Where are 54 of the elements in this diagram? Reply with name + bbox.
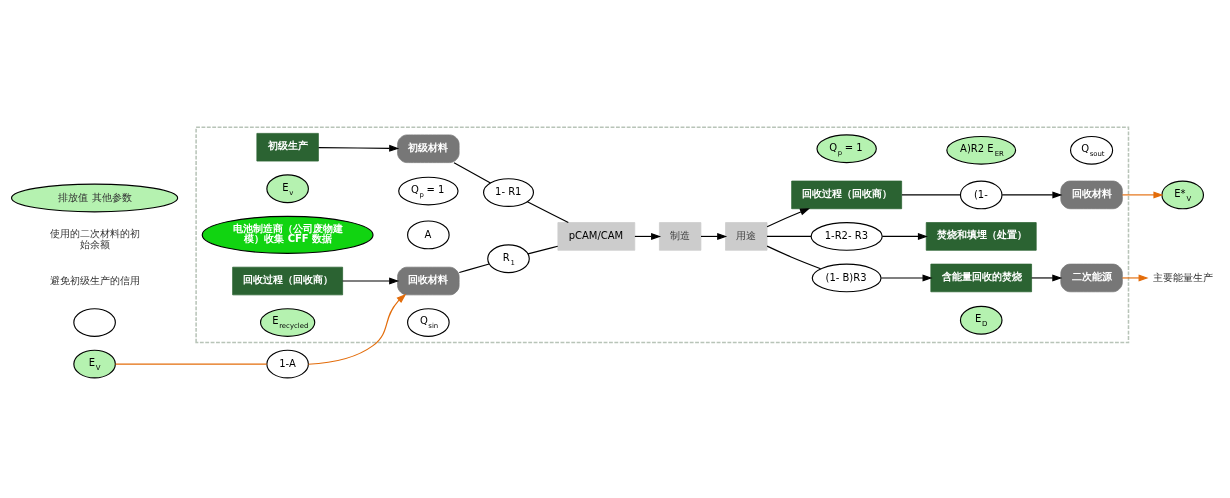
- arrow: [880, 273, 933, 281]
- arrow: [1001, 190, 1063, 198]
- node-ellipse: E$_{D}$: [959, 305, 1003, 335]
- label: 避免初级生产的信用: [50, 274, 141, 286]
- connector: [526, 200, 569, 223]
- node-ellipse: Q$_{sout}$: [1070, 135, 1114, 165]
- node-ellipse: (1- B)R3: [811, 263, 882, 292]
- node-ellipse: Q$_{p}$ = 1: [398, 176, 459, 205]
- node-ellipse: E*$_{V}$: [1161, 180, 1205, 209]
- node-box: 含能量回收的焚烧: [930, 263, 1032, 292]
- node-box: 用途: [725, 221, 768, 251]
- node-ellipse: E$_{V}$: [73, 349, 116, 378]
- node-ellipse: (1-: [959, 180, 1003, 209]
- connector: [527, 245, 559, 254]
- label: 使用的二次材料的初始余额: [50, 227, 141, 249]
- node-box: 回收过程（回收商）: [791, 180, 902, 209]
- node-ellipse: 1- R1: [483, 177, 535, 207]
- connector: [114, 363, 268, 365]
- arrow: [318, 144, 400, 152]
- node-ellipse: 1-A: [266, 349, 309, 378]
- connector: [453, 161, 492, 184]
- node-box: 制造: [659, 221, 702, 251]
- arrow: [766, 207, 811, 227]
- node-ellipse: 电池制造商（公司废物建模）收集 CFF 数据: [201, 215, 374, 254]
- arrow: [1121, 273, 1149, 281]
- node-box: 初级生产: [256, 132, 319, 161]
- arrow: [1121, 190, 1164, 198]
- connector: [458, 262, 490, 273]
- connector: [766, 235, 812, 237]
- connector: [901, 193, 961, 195]
- node-ellipse: 1-R2- R3: [810, 221, 883, 251]
- node-text: 主要能量生产: [1153, 271, 1214, 283]
- node-box: 回收过程（回收商）: [232, 266, 343, 295]
- legend-label: 排放值 其他参数: [58, 191, 132, 203]
- node-box: 回收材料: [1060, 180, 1123, 209]
- node-ellipse: E$_{recycled}$: [259, 307, 316, 337]
- node-ellipse: A: [407, 219, 450, 249]
- node-box: 初级材料: [397, 134, 460, 163]
- arrow: [307, 293, 407, 365]
- node-ellipse: R$_{1}$: [487, 243, 530, 273]
- arrow: [1031, 273, 1063, 281]
- connector: [766, 245, 822, 269]
- node-ellipse: Q$_{p}$ = 1: [816, 133, 877, 163]
- node-ellipse: [73, 307, 116, 337]
- node-box: 焚烧和填埋（处置）: [925, 221, 1037, 251]
- node-ellipse: A)R2 E$_{ER}$: [946, 135, 1017, 165]
- node-box: 二次能源: [1060, 263, 1123, 292]
- node-ellipse: Q$_{sin}$: [407, 307, 450, 337]
- node-box: 回收材料: [397, 266, 460, 295]
- arrow: [881, 232, 928, 240]
- cluster: [195, 125, 1130, 343]
- node-ellipse: E$_{v}$: [266, 173, 309, 203]
- node-box: pCAM/CAM: [557, 221, 636, 251]
- arrow: [342, 277, 400, 285]
